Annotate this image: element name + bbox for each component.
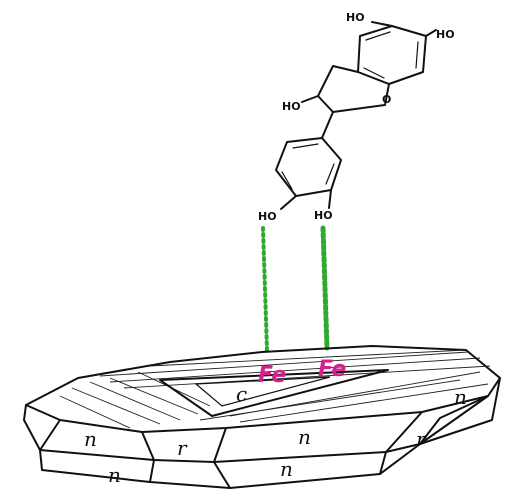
face-label-r: r — [416, 427, 427, 451]
hydroxyl-label: HO — [314, 209, 333, 222]
aromatic-ring-b — [275, 137, 342, 197]
crystal-c-face-inner — [194, 376, 331, 407]
crystal-c-face — [159, 369, 389, 417]
face-label-n: n — [298, 425, 311, 449]
hydroxyl-label: HO — [346, 11, 365, 24]
hydrogen-bond-lines — [261, 225, 330, 352]
ring-b-double-bond — [292, 143, 319, 149]
bond — [280, 195, 297, 210]
ring-oxygen-label: O — [382, 93, 391, 106]
face-label-c: c — [236, 382, 247, 406]
crystal-bottom-edge — [39, 443, 421, 489]
catechin-molecule: HO HO HO HO HO O — [258, 11, 455, 223]
ring-b-double-bond — [325, 163, 335, 185]
bond — [425, 29, 437, 37]
ring-a-double-bond — [365, 31, 391, 41]
iron-binding-sites: Fe Fe — [258, 357, 346, 388]
face-label-n: n — [84, 427, 97, 451]
dotted-bond-right — [320, 225, 330, 351]
crystal-edge — [213, 427, 227, 463]
crystal-edge — [39, 419, 61, 451]
crystal-edge — [149, 459, 155, 483]
bond — [321, 111, 334, 139]
pyran-ring — [317, 65, 390, 113]
ring-a-double-bond — [363, 67, 385, 79]
crystal-top-face — [25, 345, 501, 433]
face-label-n: n — [108, 463, 121, 487]
crystal-edge — [379, 451, 387, 475]
crystal-edge — [141, 431, 155, 461]
hydroxyl-label: HO — [436, 28, 455, 41]
bond — [328, 189, 332, 209]
ring-a-double-bond — [415, 41, 419, 69]
hydroxyl-label: HO — [282, 100, 301, 113]
iron-label-right: Fe — [318, 357, 346, 382]
ring-b-double-bond — [281, 171, 293, 190]
crystal-edge — [385, 411, 423, 453]
face-label-r: r — [177, 436, 188, 460]
iron-label-left: Fe — [258, 363, 286, 388]
face-label-n: n — [280, 457, 293, 481]
crystal-edge — [419, 395, 489, 445]
dotted-bond-left — [261, 226, 269, 352]
crystal-edge — [419, 395, 489, 445]
crystal: n r n r n n n c — [23, 345, 501, 489]
bond — [371, 21, 393, 27]
bond — [301, 95, 319, 103]
aromatic-ring-a — [357, 25, 427, 85]
hydroxyl-label: HO — [258, 210, 277, 223]
top-face-hatching — [59, 349, 491, 429]
face-label-n: n — [454, 385, 467, 409]
crystal-edge — [213, 461, 231, 489]
